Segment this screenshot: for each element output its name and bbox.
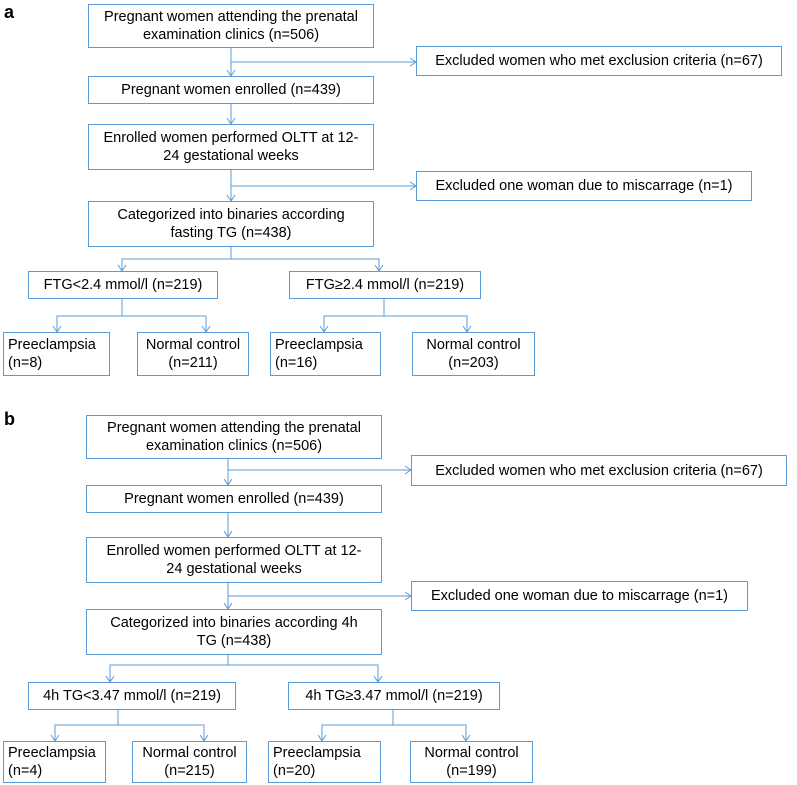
arrowhead-a-high-left xyxy=(319,325,329,333)
node-low-group-a: FTG<2.4 mmol/l (n=219) xyxy=(28,271,218,299)
arrowhead-b-main-1 xyxy=(223,478,233,486)
node-low-normal-a: Normal control (n=211) xyxy=(137,332,249,376)
node-excluded-criteria-b: Excluded women who met exclusion criteri… xyxy=(411,455,787,486)
arrowhead-a-excl-1 xyxy=(409,57,417,67)
node-high-normal-b: Normal control (n=199) xyxy=(410,741,533,783)
arrowhead-a-low-left xyxy=(52,325,62,333)
node-excluded-miscarriage-b: Excluded one woman due to miscarrage (n=… xyxy=(411,581,748,611)
node-high-group-b: 4h TG≥3.47 mmol/l (n=219) xyxy=(288,682,500,710)
arrowhead-a-main-2 xyxy=(226,117,236,125)
node-low-preeclampsia-b: Preeclampsia (n=4) xyxy=(3,741,106,783)
arrowhead-b-main-3 xyxy=(223,602,233,610)
connector-a-split xyxy=(121,247,380,271)
arrowhead-b-main-2 xyxy=(223,530,233,538)
connector-b-high-split xyxy=(321,710,467,741)
node-high-preeclampsia-a: Preeclampsia (n=16) xyxy=(270,332,381,376)
arrowhead-b-split-left xyxy=(105,675,115,683)
panel-label-a: a xyxy=(4,2,15,22)
arrowhead-b-split-right xyxy=(373,675,383,683)
arrowhead-a-split-left xyxy=(117,264,127,272)
arrowhead-b-excl-2 xyxy=(404,591,412,601)
node-low-normal-b: Normal control (n=215) xyxy=(132,741,247,783)
node-categorized-b: Categorized into binaries according 4h T… xyxy=(86,609,382,655)
node-low-group-b: 4h TG<3.47 mmol/l (n=219) xyxy=(28,682,236,710)
arrowhead-a-low-right xyxy=(201,325,211,333)
connector-b-split xyxy=(109,655,379,682)
node-excluded-miscarriage-a: Excluded one woman due to miscarrage (n=… xyxy=(416,171,752,201)
node-oltt-b: Enrolled women performed OLTT at 12- 24 … xyxy=(86,537,382,583)
arrowhead-a-high-right xyxy=(462,325,472,333)
node-low-preeclampsia-a: Preeclampsia (n=8) xyxy=(3,332,110,376)
arrowhead-a-main-1 xyxy=(226,69,236,77)
connector-a-low-split xyxy=(56,299,207,332)
arrowhead-b-low-left xyxy=(50,734,60,742)
connector-a-high-split xyxy=(323,299,468,332)
node-oltt-a: Enrolled women performed OLTT at 12- 24 … xyxy=(88,124,374,170)
arrowhead-a-split-right xyxy=(374,264,384,272)
connector-b-low-split xyxy=(54,710,205,741)
node-enrolled-a: Pregnant women enrolled (n=439) xyxy=(88,76,374,104)
arrowhead-a-excl-2 xyxy=(409,181,417,191)
node-high-preeclampsia-b: Preeclampsia (n=20) xyxy=(268,741,381,783)
arrowhead-a-main-3 xyxy=(226,194,236,202)
node-high-group-a: FTG≥2.4 mmol/l (n=219) xyxy=(289,271,481,299)
arrowhead-b-high-left xyxy=(317,734,327,742)
node-attending-a: Pregnant women attending the prenatal ex… xyxy=(88,4,374,48)
panel-label-b: b xyxy=(4,409,15,429)
node-enrolled-b: Pregnant women enrolled (n=439) xyxy=(86,485,382,513)
node-excluded-criteria-a: Excluded women who met exclusion criteri… xyxy=(416,46,782,76)
arrowhead-b-excl-1 xyxy=(404,465,412,475)
arrowhead-b-low-right xyxy=(199,734,209,742)
arrowhead-b-high-right xyxy=(461,734,471,742)
node-high-normal-a: Normal control (n=203) xyxy=(412,332,535,376)
node-attending-b: Pregnant women attending the prenatal ex… xyxy=(86,415,382,459)
